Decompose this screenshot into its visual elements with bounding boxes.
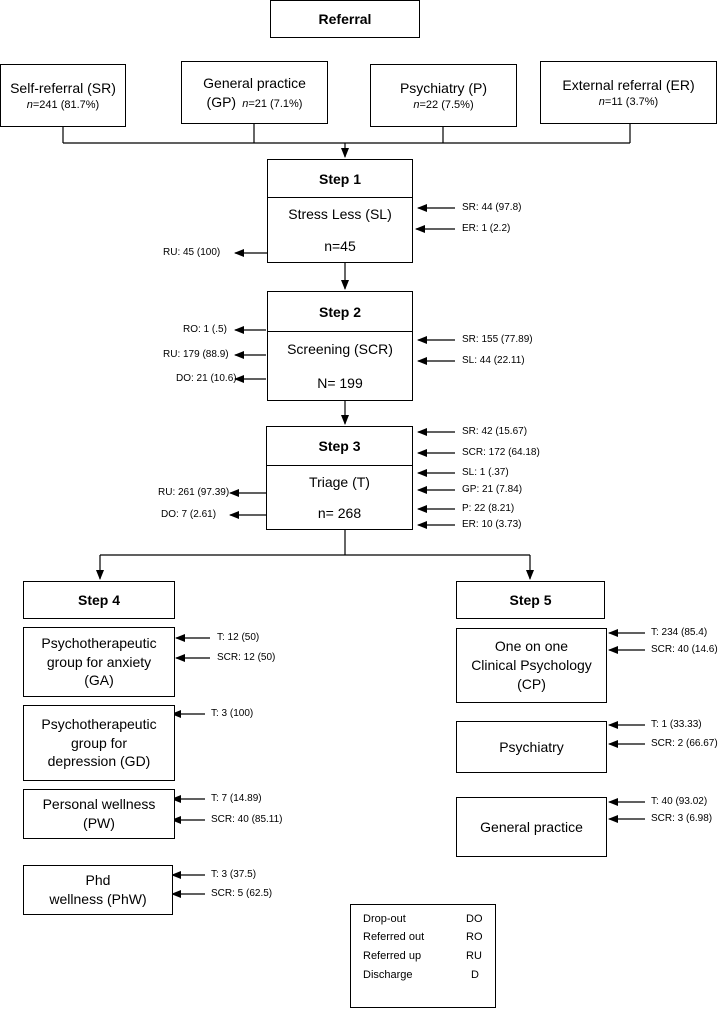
step1-count: n=45 bbox=[324, 238, 356, 254]
inflow-label: T: 7 (14.89) bbox=[211, 793, 262, 804]
node-line: Psychotherapeutic bbox=[41, 634, 157, 651]
legend-abbr: DO bbox=[466, 913, 483, 925]
source-name: External referral (ER) bbox=[562, 76, 695, 93]
step1-title-box: Step 1 bbox=[267, 159, 413, 198]
node-line: Psychiatry bbox=[499, 738, 564, 755]
inflow-label: SCR: 5 (62.5) bbox=[211, 888, 273, 899]
inflow-label: SL: 44 (22.11) bbox=[462, 355, 525, 366]
step3-title-box: Step 3 bbox=[266, 426, 413, 466]
source-count: (GP) n=21 (7.1%) bbox=[206, 93, 303, 110]
node-line: Psychotherapeutic bbox=[41, 715, 157, 732]
inflow-label: T: 1 (33.33) bbox=[651, 719, 702, 730]
inflow-label: SCR: 2 (66.67) bbox=[651, 738, 718, 749]
source-general-practice: General practice (GP) n=21 (7.1%) bbox=[181, 61, 328, 124]
node-line: wellness (PhW) bbox=[49, 891, 147, 907]
inflow-label: SCR: 12 (50) bbox=[217, 652, 276, 663]
node-line: (CP) bbox=[517, 675, 546, 692]
inflow-label: T: 12 (50) bbox=[217, 632, 260, 643]
inflow-label: P: 22 (8.21) bbox=[462, 503, 515, 514]
step4-node-anxiety-group: Psychotherapeutic group for anxiety (GA) bbox=[23, 627, 175, 697]
step2-count: N= 199 bbox=[317, 375, 363, 391]
inflow-label: T: 234 (85.4) bbox=[651, 627, 708, 638]
source-count: n=241 (81.7%) bbox=[26, 98, 100, 111]
step4-title: Step 4 bbox=[77, 592, 120, 608]
outflow-label: RU: 45 (100) bbox=[163, 247, 221, 258]
legend-abbr: RO bbox=[466, 931, 483, 943]
source-count: n=22 (7.5%) bbox=[413, 98, 474, 111]
inflow-label: ER: 10 (3.73) bbox=[462, 519, 522, 530]
source-name: Psychiatry (P) bbox=[399, 79, 488, 96]
step3-name: Triage (T) bbox=[309, 473, 370, 490]
legend-abbr: RU bbox=[466, 950, 482, 962]
step4-node-depression-group: Psychotherapeutic group for depression (… bbox=[23, 705, 175, 781]
inflow-label: SR: 44 (97.8) bbox=[462, 202, 522, 213]
inflow-label: SCR: 40 (85.11) bbox=[211, 814, 283, 825]
inflow-label: T: 40 (93.02) bbox=[651, 796, 708, 807]
step1-node: Stress Less (SL) n=45 bbox=[267, 197, 413, 263]
source-count: n=11 (3.7%) bbox=[598, 95, 659, 108]
step3-node: Triage (T) n= 268 bbox=[266, 465, 413, 530]
node-line: Phd bbox=[85, 872, 111, 889]
step3-title: Step 3 bbox=[318, 438, 361, 454]
outflow-label: RU: 261 (97.39) bbox=[158, 487, 230, 498]
step5-title: Step 5 bbox=[509, 592, 552, 608]
step2-title-box: Step 2 bbox=[267, 291, 413, 332]
step2-name: Screening (SCR) bbox=[287, 341, 393, 357]
source-name: General practice bbox=[203, 74, 306, 91]
node-line: group for anxiety bbox=[46, 653, 152, 670]
source-external-referral: External referral (ER) n=11 (3.7%) bbox=[540, 61, 717, 124]
source-self-referral: Self-referral (SR) n=241 (81.7%) bbox=[0, 64, 126, 127]
referral-title: Referral bbox=[318, 11, 372, 27]
step5-node-clinical-psychology: One on one Clinical Psychology (CP) bbox=[456, 628, 607, 703]
legend-abbr: D bbox=[471, 969, 479, 981]
legend: Drop-out DO Referred out RO Referred up … bbox=[350, 904, 496, 1008]
node-line: depression (GD) bbox=[47, 753, 151, 770]
step1-title: Step 1 bbox=[318, 170, 361, 187]
inflow-label: SL: 1 (.37) bbox=[462, 467, 509, 478]
outflow-label: RU: 179 (88.9) bbox=[163, 349, 229, 360]
outflow-label: DO: 7 (2.61) bbox=[161, 509, 217, 520]
outflow-label: RO: 1 (.5) bbox=[183, 324, 227, 335]
inflow-label: SCR: 3 (6.98) bbox=[651, 813, 713, 824]
step5-node-general-practice: General practice bbox=[456, 797, 607, 857]
node-line: Personal wellness bbox=[42, 796, 156, 813]
step4-node-personal-wellness: Personal wellness (PW) bbox=[23, 789, 175, 839]
legend-term: Referred out bbox=[363, 931, 425, 943]
inflow-label: T: 3 (37.5) bbox=[211, 869, 257, 880]
legend-term: Referred up bbox=[363, 950, 422, 962]
inflow-label: ER: 1 (2.2) bbox=[462, 223, 511, 234]
node-line: group for bbox=[70, 734, 128, 751]
node-line: (PW) bbox=[83, 815, 115, 831]
inflow-label: SR: 155 (77.89) bbox=[462, 334, 533, 345]
step2-node: Screening (SCR) N= 199 bbox=[267, 331, 413, 401]
node-line: Clinical Psychology bbox=[471, 657, 592, 674]
inflow-label: SCR: 40 (14.6) bbox=[651, 644, 718, 655]
legend-term: Discharge bbox=[363, 969, 413, 981]
inflow-label: SCR: 172 (64.18) bbox=[462, 447, 540, 458]
referral-box: Referral bbox=[270, 0, 420, 38]
node-line: (GA) bbox=[84, 672, 114, 689]
step2-title: Step 2 bbox=[318, 303, 361, 320]
source-name: Self-referral (SR) bbox=[10, 79, 116, 96]
step1-name: Stress Less (SL) bbox=[288, 206, 392, 222]
step5-title-box: Step 5 bbox=[456, 581, 605, 619]
node-line: General practice bbox=[480, 818, 583, 835]
node-line: One on one bbox=[494, 638, 569, 655]
outflow-label: DO: 21 (10.6) bbox=[176, 373, 237, 384]
inflow-label: T: 3 (100) bbox=[211, 708, 254, 719]
legend-term: Drop-out bbox=[363, 913, 406, 925]
step4-node-phd-wellness: Phd wellness (PhW) bbox=[23, 865, 173, 915]
inflow-label: GP: 21 (7.84) bbox=[462, 484, 523, 495]
step3-count: n= 268 bbox=[317, 505, 362, 522]
inflow-label: SR: 42 (15.67) bbox=[462, 426, 528, 437]
source-psychiatry: Psychiatry (P) n=22 (7.5%) bbox=[370, 64, 517, 127]
step4-title-box: Step 4 bbox=[23, 581, 175, 619]
step5-node-psychiatry: Psychiatry bbox=[456, 721, 607, 773]
